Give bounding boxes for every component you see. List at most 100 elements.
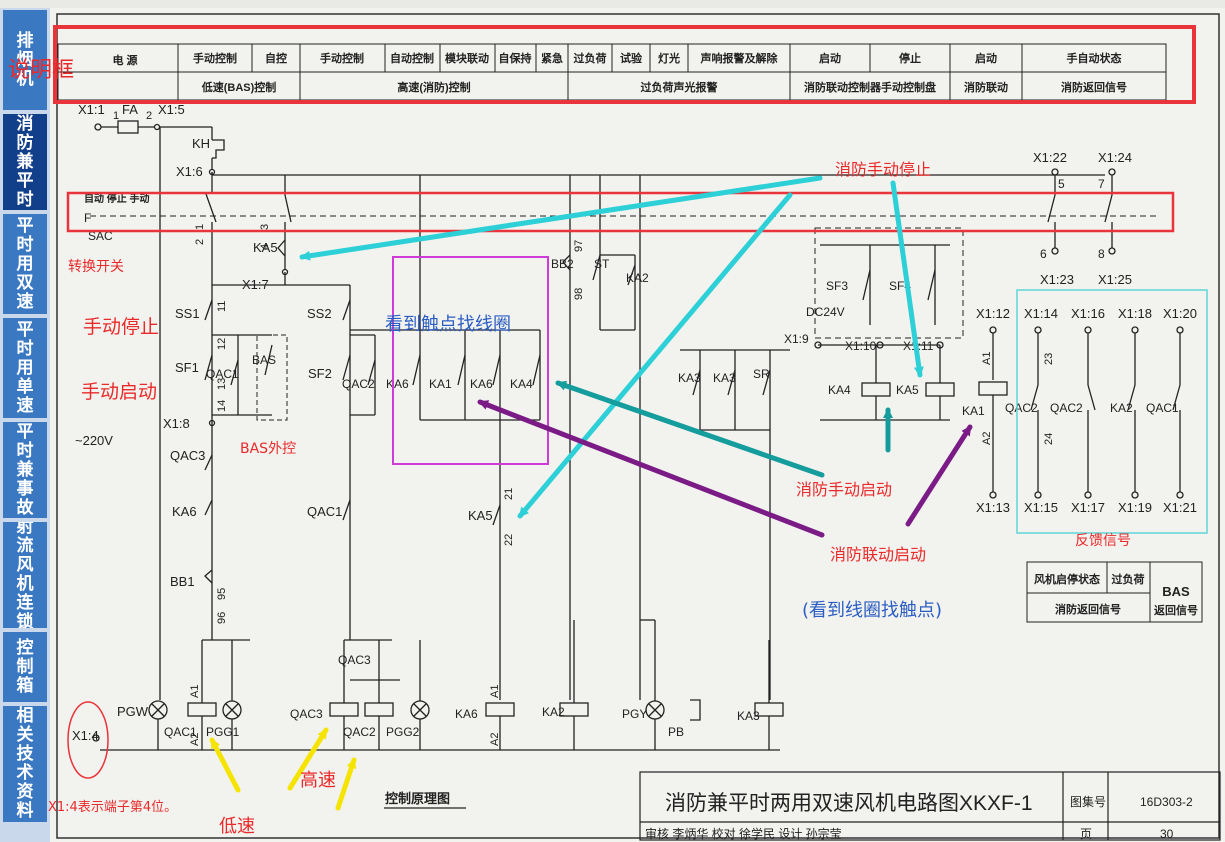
side-tab-item[interactable]: 平时用单速 [3, 318, 47, 418]
label-x1-15: X1:15 [1024, 500, 1058, 515]
label-a1: A1 [189, 685, 201, 698]
label-qac3-coil: QAC3 [290, 707, 323, 721]
side-tab-item[interactable]: 平时兼事故 [3, 422, 47, 518]
side-tab-item[interactable]: 消防兼平时 [3, 114, 47, 210]
label-ka2-contact: KA2 [626, 271, 649, 285]
label-sac: SAC [88, 229, 113, 243]
title-review-row: 审核 李炳华 校对 徐学民 设计 孙宗莹 [645, 826, 842, 841]
header-bottom-2: 高速(消防)控制 [397, 80, 470, 94]
label-a2-ka1: A2 [981, 432, 993, 445]
annotation-fire-manual-stop: 消防手动停止 [835, 160, 932, 179]
annotation-fire-linkage-start: 消防联动启动 [830, 545, 927, 564]
label-qac3-contact-2: QAC3 [338, 653, 371, 667]
annotation-terminal-note: X1:4表示端子第4位。 [48, 800, 178, 815]
title-caption: 控制原理图 [385, 791, 450, 806]
side-tab-item[interactable]: 平时用双速 [3, 214, 47, 314]
label-pgg1: PGG1 [206, 725, 240, 739]
right-table-bas-sub: 返回信号 [1154, 603, 1198, 617]
side-tab-item[interactable]: 相关技术资料 [3, 706, 47, 822]
side-tab-label: 平时用双速 [16, 215, 34, 312]
header-top-11: 声响报警及解除 [700, 51, 779, 65]
label-sf1: SF1 [175, 360, 199, 375]
label-x1-7: X1:7 [242, 277, 269, 292]
header-top-7: 紧急 [541, 51, 563, 65]
label-a2: A2 [189, 733, 201, 746]
pin-1: 1 [194, 224, 206, 230]
header-bottom-5: 消防联动 [964, 80, 1008, 94]
title-main: 消防兼平时两用双速风机电路图XKXF-1 [665, 792, 1033, 815]
label-x1-21: X1:21 [1163, 500, 1197, 515]
label-pin-5: 5 [1058, 177, 1065, 191]
pin-14: 14 [216, 400, 228, 412]
pin-13: 13 [216, 378, 228, 390]
label-x1-12: X1:12 [976, 306, 1010, 321]
arrow-fire-stop-ka5 [299, 175, 823, 261]
header-bottom-6: 消防返回信号 [1061, 80, 1127, 94]
label-ka3-contact-2: KA3 [713, 371, 736, 385]
side-tab-item[interactable]: 排烟机 [3, 10, 47, 110]
label-a1-ka6: A1 [489, 685, 501, 698]
label-sf2: SF2 [308, 366, 332, 381]
pin-22: 22 [503, 534, 515, 546]
label-ka5-contact: KA5 [468, 508, 493, 523]
arrow-fire-stop-ka5-contact [517, 192, 793, 519]
annotation-feedback: 反馈信号 [1075, 533, 1131, 549]
label-bb2: BB2 [551, 257, 574, 271]
label-x1-5: X1:5 [158, 102, 185, 117]
label-a1-ka1: A1 [981, 352, 993, 365]
label-x1-20: X1:20 [1163, 306, 1197, 321]
label-x1-25: X1:25 [1098, 272, 1132, 287]
side-tab-label: 平时用单速 [16, 319, 34, 416]
label-ka6-coil: KA6 [455, 707, 478, 721]
header-top-10: 灯光 [658, 51, 680, 65]
annotation-see-coil: (看到线圈找触点) [802, 600, 943, 621]
legend-box-frame [53, 25, 1196, 104]
pin-97: 97 [573, 240, 585, 252]
header-table [57, 43, 1167, 101]
drawing-sheet: 电 源 手动控制 自控 手动控制 自动控制 模块联动 自保持 紧急 过负荷 试验… [8, 8, 1225, 842]
annotation-legend-box: 说明框 [8, 58, 75, 83]
annotation-fire-manual-start: 消防手动启动 [796, 480, 893, 499]
title-page-no: 30 [1160, 827, 1174, 841]
label-ss2: SS2 [307, 306, 332, 321]
side-tab-item[interactable]: 射流风机连锁 [3, 522, 47, 628]
label-qac1-contact-2: QAC1 [307, 504, 342, 519]
header-bottom-1: 低速(BAS)控制 [201, 80, 277, 94]
pin-23: 23 [1043, 353, 1055, 365]
header-top-9: 试验 [620, 51, 643, 65]
right-table-r2: 消防返回信号 [1055, 602, 1121, 616]
label-x1-18: X1:18 [1118, 306, 1152, 321]
annotation-bas-external: BAS外控 [240, 441, 297, 457]
header-top-15: 手自动状态 [1067, 51, 1122, 65]
label-x1-19: X1:19 [1118, 500, 1152, 515]
label-ka5-top: KA5 [253, 240, 278, 255]
contact-group-frame [392, 256, 549, 465]
label-st: ST [594, 257, 610, 271]
side-tab-item[interactable]: 控制箱 [3, 632, 47, 702]
annotation-transfer-switch: 转换开关 [68, 259, 124, 275]
label-qac2-coil: QAC2 [343, 725, 376, 739]
label-ka4-contact: KA4 [510, 377, 533, 391]
arrow-high-speed-2 [335, 757, 357, 811]
label-sr: SR [753, 367, 770, 381]
label-x1-16: X1:16 [1071, 306, 1105, 321]
right-status-table [1026, 561, 1203, 623]
pin-3: 3 [259, 224, 271, 230]
label-x1-17: X1:17 [1071, 500, 1105, 515]
arrow-low-speed [209, 737, 241, 793]
arrow-fire-stop-sf [890, 180, 924, 378]
label-x1-6: X1:6 [176, 164, 203, 179]
label-kh: KH [192, 136, 210, 151]
pin-95: 95 [216, 588, 228, 600]
label-x1-9: X1:9 [784, 332, 809, 346]
pin-96: 96 [216, 612, 228, 624]
label-qac1-fb: QAC1 [1146, 401, 1179, 415]
header-power: 电 源 [112, 53, 137, 67]
label-pin-1: 1 [113, 110, 119, 122]
label-x1-4: X1:4 [72, 728, 99, 743]
label-ss1: SS1 [175, 306, 200, 321]
label-pin-8: 8 [1098, 247, 1105, 261]
annotation-manual-start: 手动启动 [81, 381, 158, 403]
label-bb1: BB1 [170, 574, 195, 589]
label-ka2-fb: KA2 [1110, 401, 1133, 415]
